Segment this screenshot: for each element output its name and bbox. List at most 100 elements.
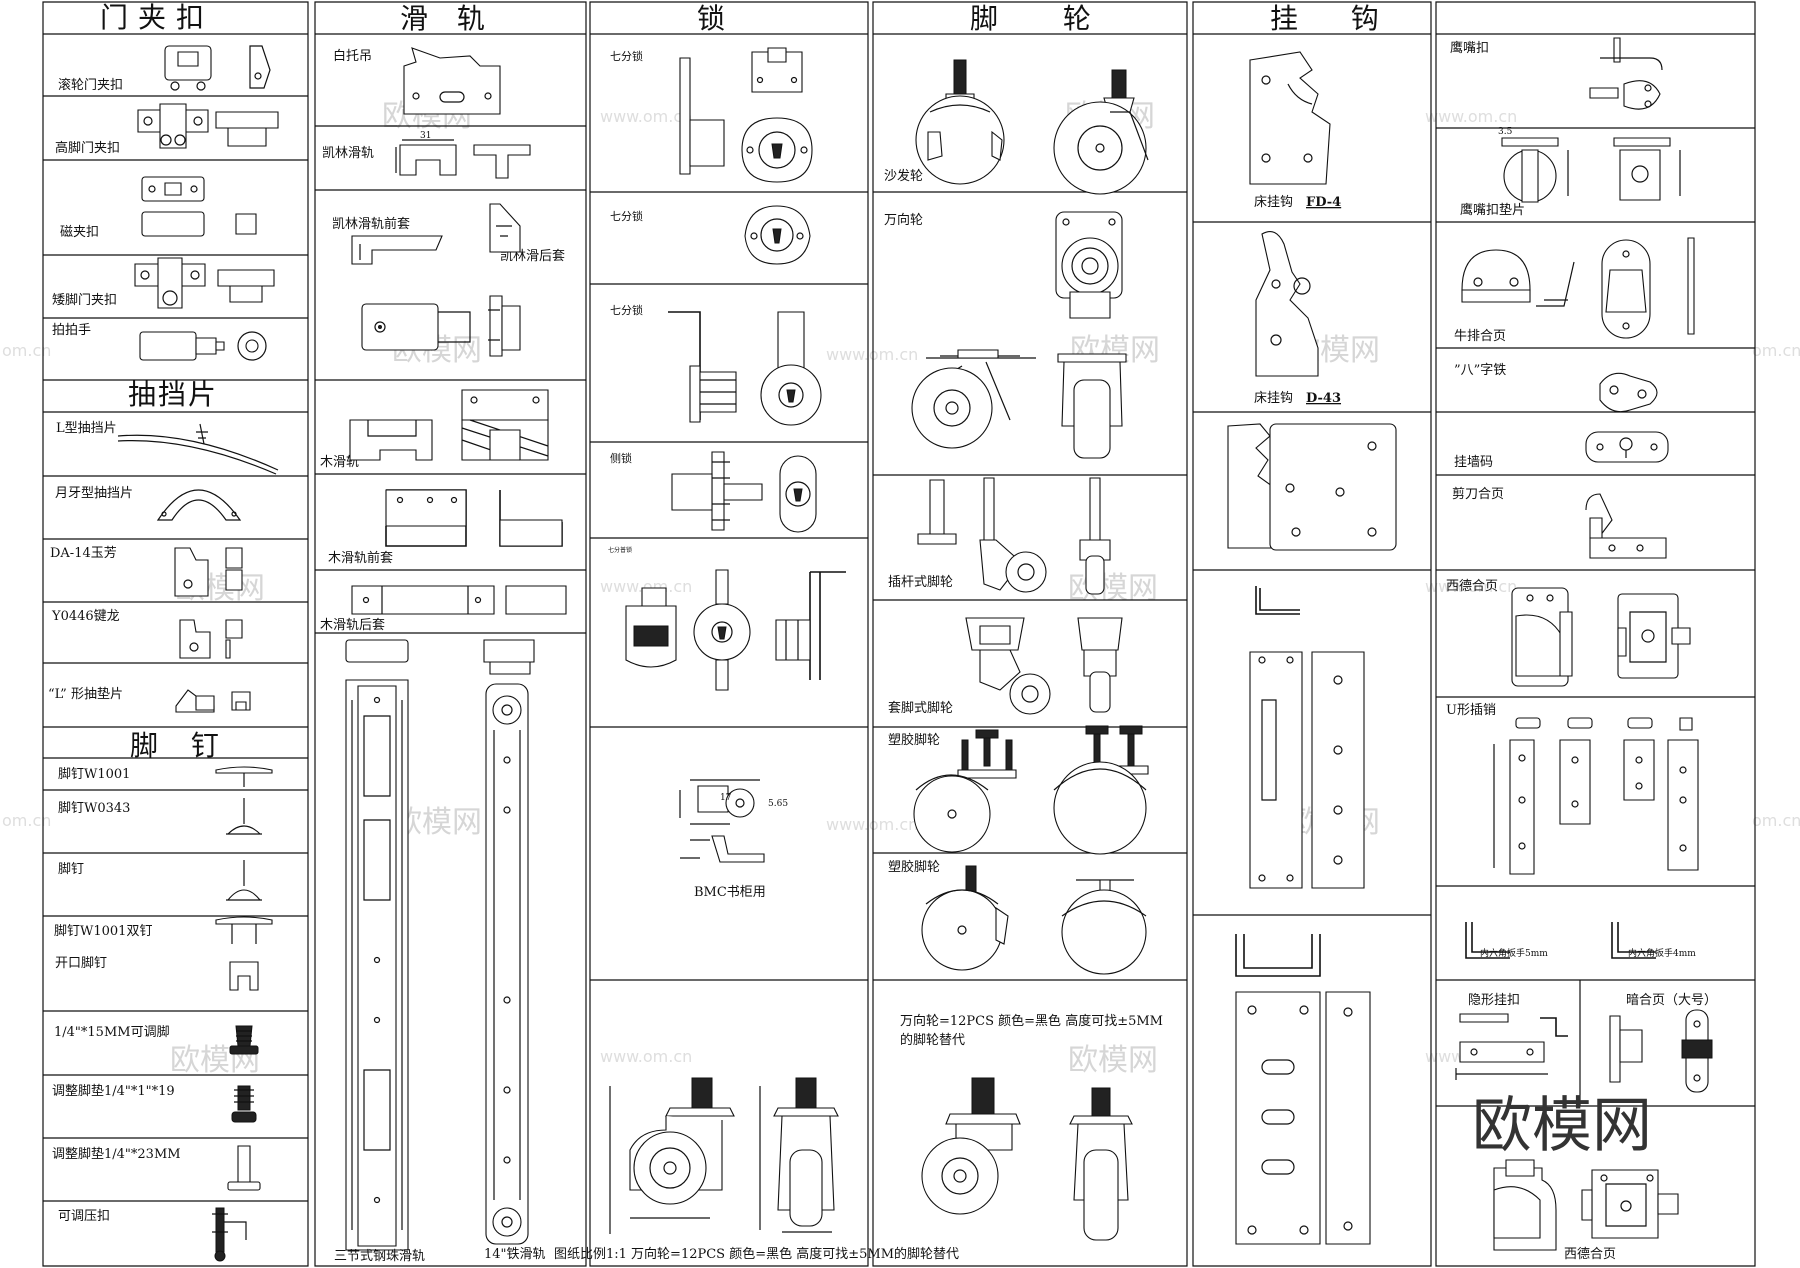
eagle-pad-drawing: 3.5 — [1498, 127, 1680, 202]
watermark-site-edge: om.cn — [1752, 341, 1800, 360]
footer-note: 图纸比例1:1 万向轮=12PCS 颜色=黑色 高度可找±5MM的脚轮替代 — [554, 1246, 959, 1262]
label-y0446: Y0446键龙 — [51, 609, 120, 624]
label-adjustable-press: 可调压扣 — [58, 1209, 110, 1224]
label-lock-2: 七分锁 — [610, 209, 643, 223]
roller-clip-drawing — [165, 46, 270, 90]
adjust-pad-1-drawing — [232, 1086, 256, 1122]
ball-rail-drawing — [346, 640, 408, 1250]
adjustable-quarter-drawing — [230, 1026, 258, 1054]
label-bed-hook-fd4: 床挂钩 — [1254, 195, 1293, 210]
dimension-label: 31 — [420, 131, 431, 141]
label-socket-caster: 套脚式脚轮 — [888, 700, 953, 716]
label-white-bracket: 白托吊 — [333, 48, 372, 64]
column-frame — [43, 2, 308, 1266]
label-lock-3: 七分锁 — [610, 303, 643, 317]
header-caster: 脚 轮 — [970, 2, 1119, 35]
hook-plate-drawing — [1228, 424, 1396, 550]
u-pin-drawing — [1494, 718, 1698, 874]
dimension-label: 5.65 — [768, 799, 788, 809]
column-caster: 脚 轮 沙发轮 万向轮 — [873, 2, 1187, 1240]
column-frame — [590, 2, 868, 1266]
watermark-site-edge: om.cn — [1752, 811, 1800, 830]
label-low-foot-clip: 矮脚门夹扣 — [52, 292, 117, 308]
bmc-lock-drawing: 17 5.65 — [680, 780, 788, 862]
label-wall-hanger: 挂墙码 — [1454, 455, 1493, 470]
hidden-clasp-drawing — [1456, 1014, 1568, 1080]
column-frame — [1436, 2, 1755, 1266]
white-bracket-drawing — [404, 48, 500, 114]
label-lock-1: 七分锁 — [610, 49, 643, 63]
lock-2-drawing — [745, 206, 810, 264]
wood-back-drawing — [352, 586, 566, 614]
label-kailin-front: 凯林滑轨前套 — [332, 216, 410, 232]
column-frame — [873, 2, 1187, 1266]
label-eagle-pad: 鹰嘴扣垫片 — [1460, 202, 1525, 218]
label-nail-w1001-double: 脚钉W1001双钉 — [54, 923, 152, 939]
label-hettich-hinge: 西德合页 — [1446, 579, 1498, 594]
label-plastic-caster-2: 塑胶脚轮 — [888, 859, 940, 875]
watermark-logo: 欧模网 — [1472, 1091, 1652, 1161]
adjust-pad-2-drawing — [228, 1146, 260, 1190]
watermark-text: 欧模网 — [1068, 1043, 1158, 1078]
label-adjust-pad-1: 调整脚垫1/4"*1"*19 — [52, 1083, 175, 1099]
wood-front-drawing — [386, 490, 562, 546]
label-magnetic-clip: 磁夹扣 — [60, 225, 99, 240]
caster-pair-drawing — [922, 1078, 1132, 1240]
label-open-nail: 开口脚钉 — [55, 955, 107, 971]
column-frame — [315, 2, 586, 1266]
caster-dims-drawing — [610, 1078, 838, 1234]
label-eagle-clasp: 鹰嘴扣 — [1450, 40, 1489, 56]
hex-wrench-4-drawing — [1612, 922, 1656, 958]
plastic-caster-1-drawing — [914, 726, 1148, 854]
small-lock-drawing — [626, 570, 846, 690]
label-nail-w0343: 脚钉W0343 — [58, 800, 130, 816]
label-wood-rail: 木滑轨 — [320, 455, 359, 470]
stem-caster-drawing — [918, 478, 1110, 594]
hettich-hinge-drawing — [1512, 588, 1690, 686]
scissor-hinge-drawing — [1586, 494, 1666, 558]
column-hook: 挂 钩 床挂钩 FD-4 床挂钩 D-43 — [1193, 2, 1431, 1244]
hettich-hinge-2-drawing — [1494, 1160, 1678, 1250]
watermark-site: www.om.cn — [600, 1047, 692, 1066]
lock-3-drawing — [668, 312, 821, 425]
nail-w1001-double-drawing — [216, 917, 272, 944]
side-lock-drawing — [672, 452, 816, 532]
label-roller-clip: 滚轮门夹扣 — [58, 77, 123, 93]
column-frame — [1193, 2, 1431, 1266]
label-small-lock: 七分普锁 — [608, 546, 632, 554]
label-ball-rail: 三节式钢珠滑轨 — [334, 1249, 425, 1264]
label-adjust-pad-2: 调整脚垫1/4"*23MM — [52, 1146, 181, 1162]
plastic-caster-2-drawing — [922, 866, 1146, 974]
dimension-label: 3.5 — [1498, 127, 1513, 137]
kailin-back-drawing — [488, 204, 520, 356]
dimension-label: 17 — [720, 793, 732, 803]
label-wood-front: 木滑轨前套 — [328, 550, 393, 566]
bed-hook-d43-drawing — [1256, 232, 1318, 376]
note-line-1: 万向轮=12PCS 颜色=黑色 高度可找±5MM — [900, 1013, 1163, 1029]
iron-rail-drawing — [484, 640, 534, 1244]
label-sofa-wheel: 沙发轮 — [884, 168, 923, 184]
code-bed-hook-fd4: FD-4 — [1306, 195, 1341, 210]
hex-wrench-5-drawing — [1466, 922, 1510, 958]
nail-drawing — [226, 860, 262, 900]
magnetic-clip-drawing — [142, 177, 256, 236]
watermark-site: www.om.cn — [826, 345, 918, 364]
nail-w1001-drawing — [216, 767, 272, 787]
code-bed-hook-d43: D-43 — [1306, 391, 1341, 406]
socket-caster-drawing — [966, 618, 1122, 714]
label-scissor-hinge: 剪刀合页 — [1452, 486, 1504, 502]
label-hex-wrench-4: 内六角扳手4mm — [1628, 947, 1696, 959]
watermark-site: www.om.cn — [600, 577, 692, 596]
label-eight-iron: ”八”字铁 — [1454, 363, 1506, 378]
label-hettich-hinge-2: 西德合页 — [1564, 1247, 1616, 1262]
watermark-site-edge: om.cn — [2, 341, 51, 360]
column-misc: 鹰嘴扣 鹰嘴扣垫片 3.5 牛排合页 — [1436, 34, 1755, 1262]
watermark-site: www.om.cn — [1425, 577, 1517, 596]
crescent-stop-drawing — [158, 490, 240, 520]
lock-1-drawing — [680, 48, 812, 182]
label-adjustable-quarter: 1/4"*15MM可调脚 — [54, 1024, 170, 1040]
column-lock: 锁 七分锁 七分锁 七分锁 — [554, 2, 959, 1262]
da14-drawing — [175, 548, 242, 596]
low-foot-clip-drawing — [135, 258, 274, 308]
